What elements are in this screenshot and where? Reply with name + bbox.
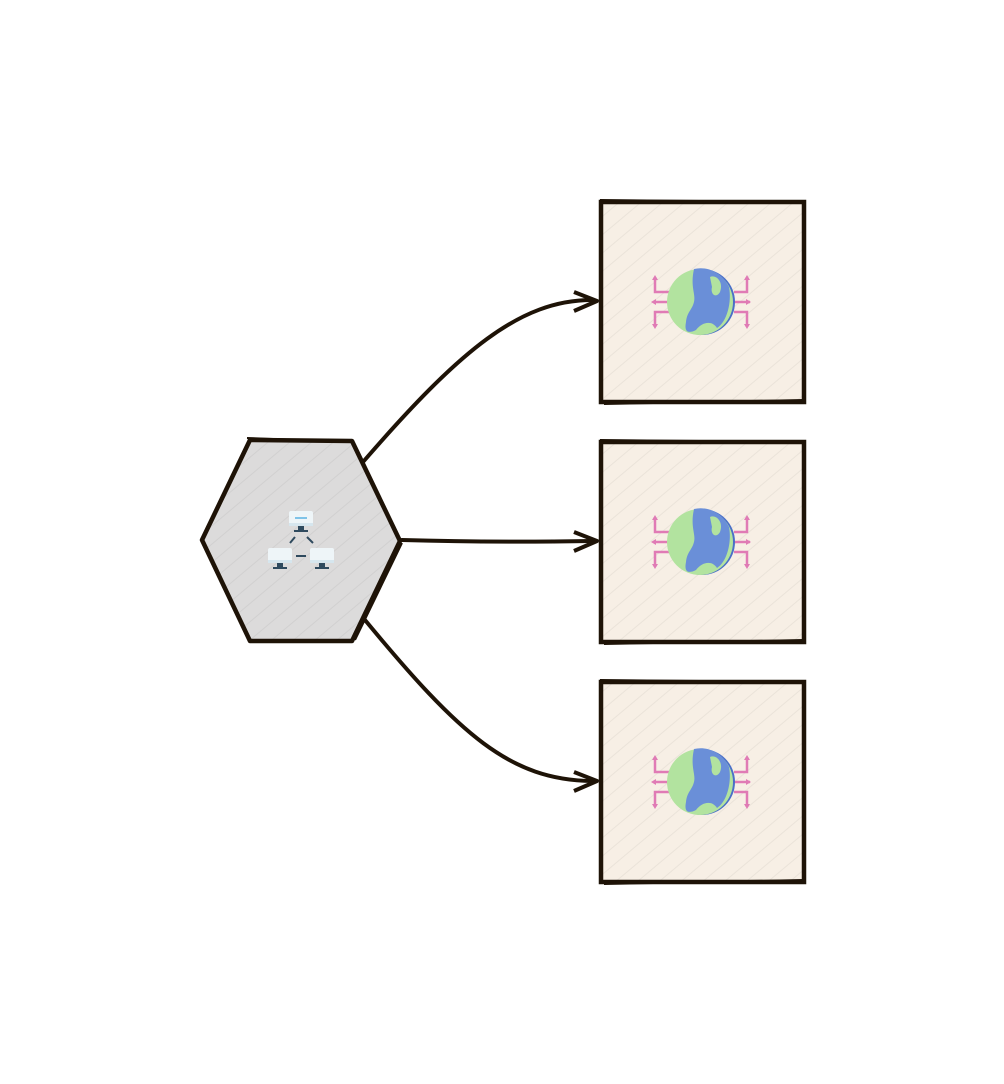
edge-hub-to-top xyxy=(361,290,599,464)
target-node-bottom[interactable] xyxy=(598,679,807,885)
arrowhead-icon xyxy=(573,290,599,313)
hub-node[interactable] xyxy=(199,437,403,644)
arrowhead-icon xyxy=(573,770,599,793)
target-node-middle[interactable] xyxy=(598,439,807,645)
arrowhead-icon xyxy=(573,530,599,553)
edge-hub-to-bottom xyxy=(363,618,599,793)
network-computers-icon xyxy=(268,511,334,569)
edge-hub-to-middle xyxy=(400,530,599,553)
target-node-top[interactable] xyxy=(598,199,807,405)
